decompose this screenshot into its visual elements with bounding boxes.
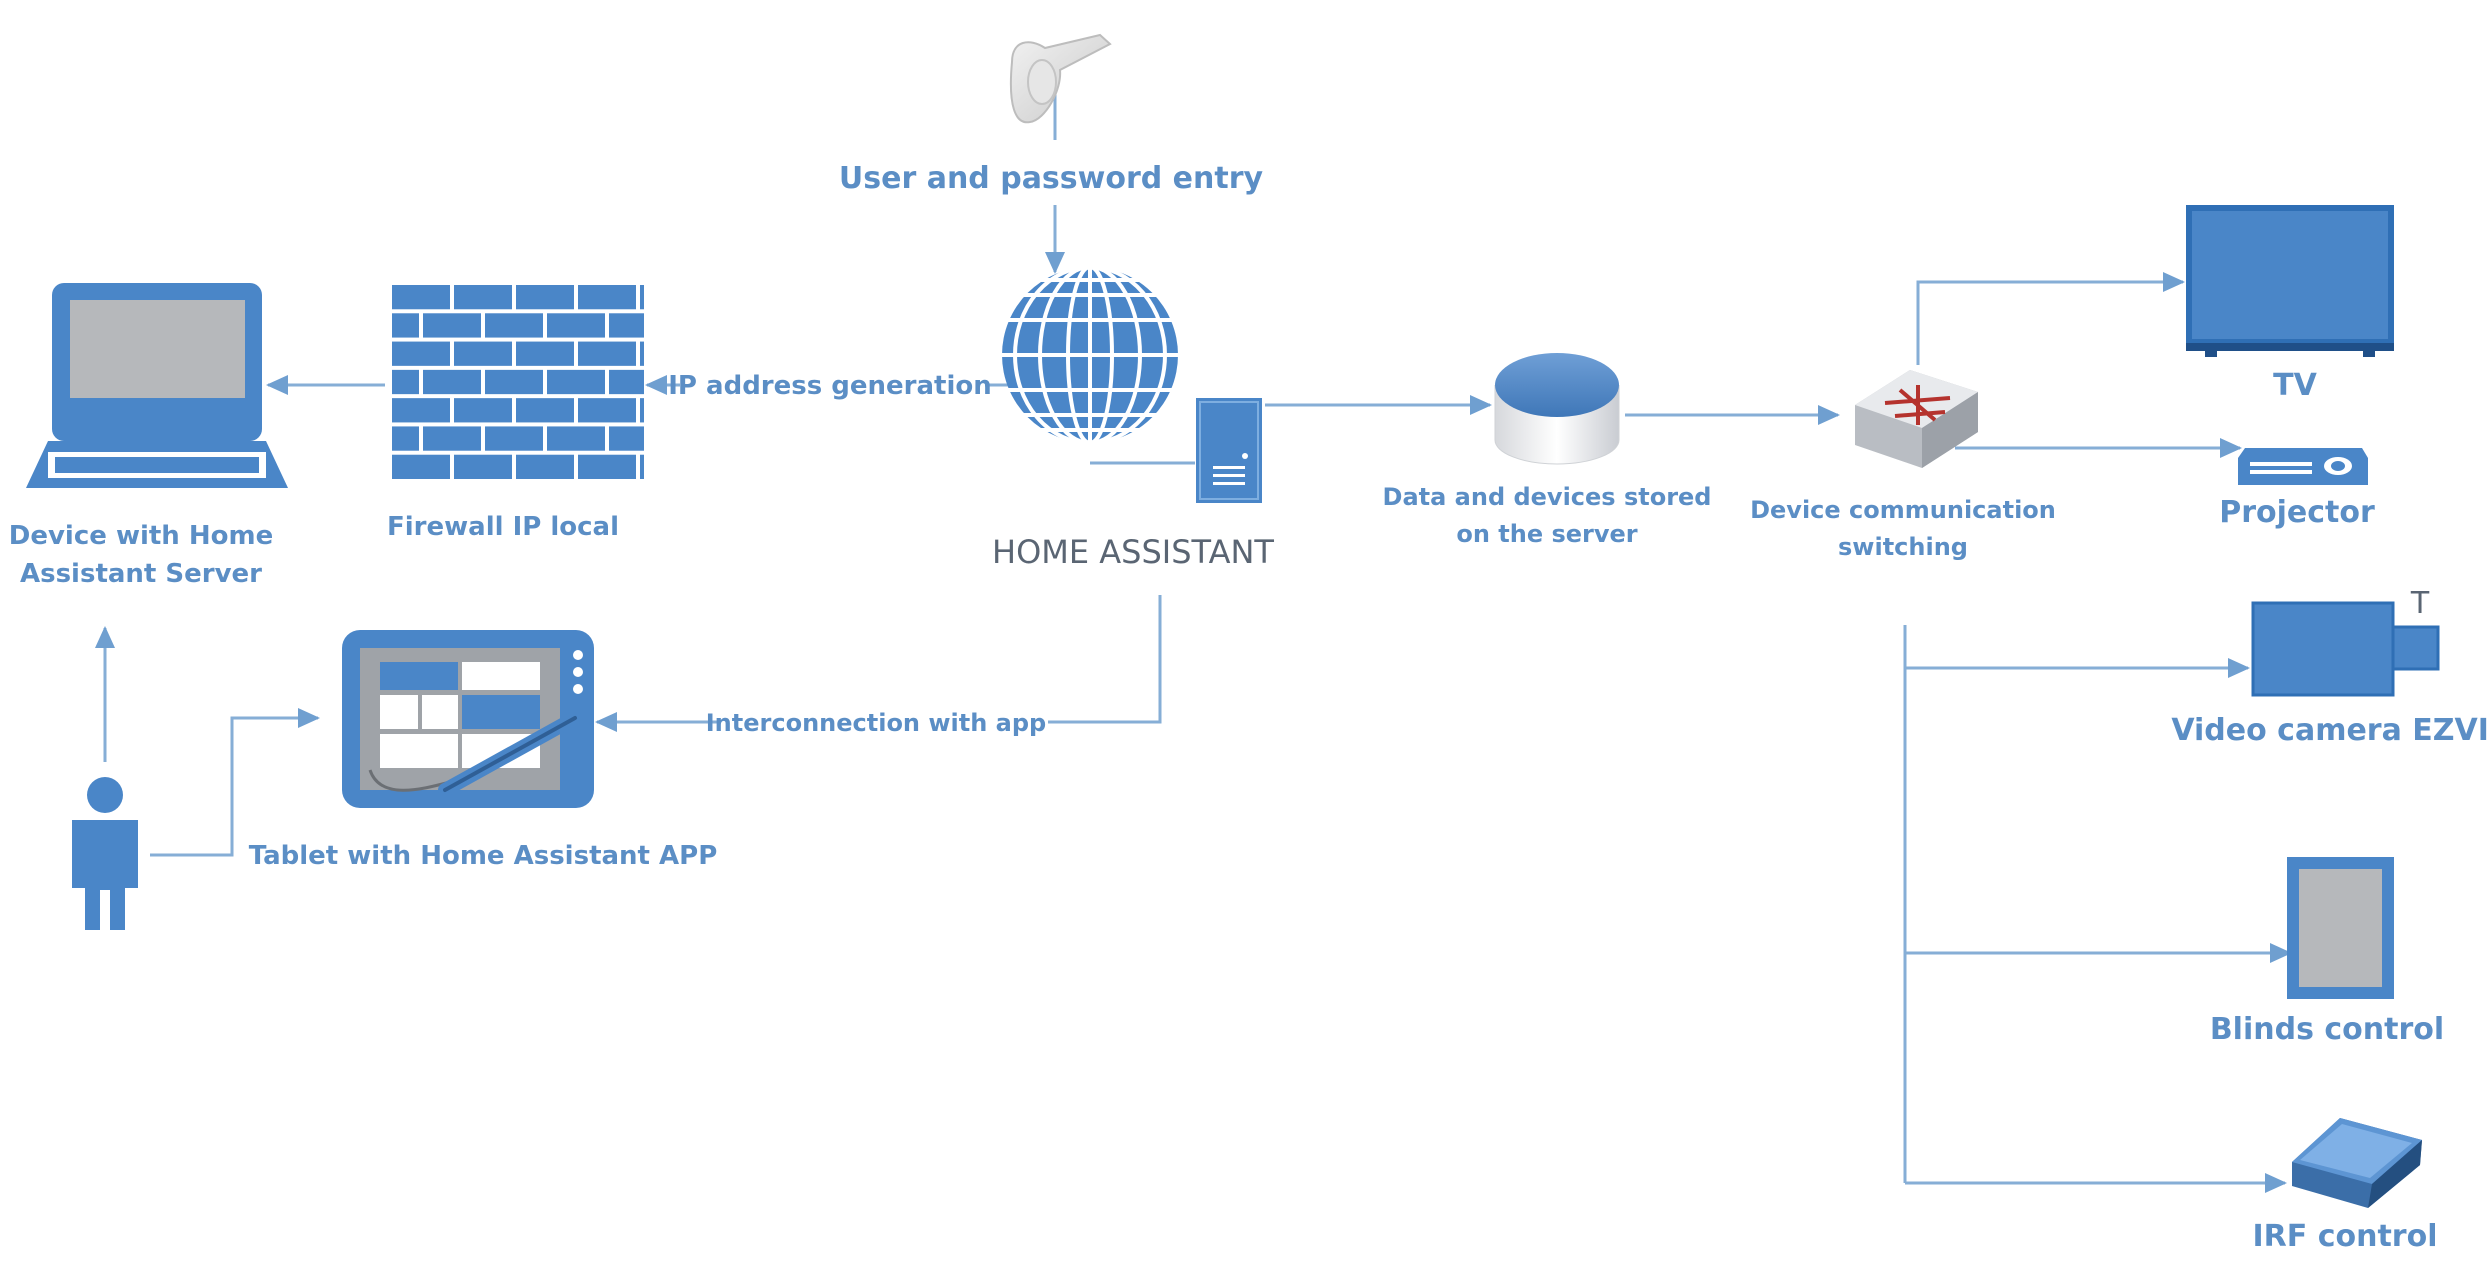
video-camera-icon	[2251, 601, 2440, 697]
firewall-brick	[516, 285, 574, 310]
key-icon	[1009, 33, 1112, 124]
firewall-brick	[485, 313, 543, 338]
blinds-label: Blinds control	[2210, 1012, 2444, 1047]
firewall-brick	[547, 426, 605, 451]
firewall-brick	[392, 369, 419, 395]
switching-label-line2: switching	[1838, 533, 1968, 561]
camera-mark: T	[2410, 586, 2430, 621]
firewall-brick	[609, 369, 644, 395]
firewall-icon	[392, 285, 644, 479]
device-server-label-line1: Device with Home	[9, 521, 273, 551]
database-icon	[1494, 353, 1620, 465]
firewall-brick	[516, 341, 574, 366]
firewall-brick	[485, 426, 543, 451]
server-icon	[1196, 398, 1262, 503]
firewall-brick	[392, 313, 419, 338]
firewall-brick	[578, 285, 636, 310]
camera-label: Video camera EZVIZ	[2171, 713, 2490, 748]
interconnection-label: Interconnection with app	[706, 709, 1047, 737]
firewall-brick	[640, 398, 644, 423]
person-icon	[72, 777, 138, 930]
firewall-brick	[640, 454, 644, 479]
firewall-brick	[547, 313, 605, 338]
firewall-brick	[392, 341, 450, 366]
firewall-brick	[640, 341, 644, 366]
firewall-brick	[392, 426, 419, 451]
ip-generation-label: IP address generation	[668, 371, 991, 401]
data-stored-label-line2: on the server	[1456, 520, 1637, 548]
firewall-brick	[578, 454, 636, 479]
firewall-brick	[454, 398, 512, 423]
firewall-brick	[392, 454, 450, 479]
firewall-brick	[578, 341, 636, 366]
globe-icon	[1002, 265, 1178, 445]
tv-label: TV	[2273, 368, 2317, 403]
firewall-brick	[485, 369, 543, 395]
connector-switch-to-tv	[1916, 272, 2185, 365]
firewall-brick	[516, 398, 574, 423]
projector-icon	[2238, 448, 2368, 485]
firewall-brick	[423, 313, 481, 338]
connector-ha-to-interconnection	[1048, 595, 1162, 724]
connectors	[95, 90, 2292, 1193]
user-password-label: User and password entry	[839, 161, 1264, 196]
firewall-brick	[609, 426, 644, 451]
tv-icon	[2186, 205, 2394, 357]
data-stored-label-line1: Data and devices stored	[1383, 483, 1712, 511]
network-switch-icon	[1855, 370, 1978, 468]
switching-label-line1: Device communication	[1750, 496, 2056, 524]
firewall-brick	[454, 341, 512, 366]
firewall-label: Firewall IP local	[387, 512, 619, 542]
firewall-brick	[578, 398, 636, 423]
home-assistant-label: HOME ASSISTANT	[992, 533, 1274, 571]
firewall-brick	[609, 313, 644, 338]
firewall-brick	[423, 369, 481, 395]
laptop-icon	[26, 283, 288, 488]
irf-device-icon	[2292, 1118, 2422, 1208]
firewall-brick	[640, 285, 644, 310]
tablet-label: Tablet with Home Assistant APP	[249, 841, 718, 871]
firewall-brick	[454, 285, 512, 310]
tablet-icon	[342, 630, 594, 808]
device-server-label-line2: Assistant Server	[20, 559, 262, 589]
projector-label: Projector	[2219, 495, 2375, 530]
blinds-icon	[2287, 857, 2394, 999]
irf-label: IRF control	[2253, 1219, 2438, 1254]
firewall-brick	[392, 285, 450, 310]
firewall-brick	[392, 398, 450, 423]
firewall-brick	[516, 454, 574, 479]
firewall-brick	[454, 454, 512, 479]
firewall-brick	[547, 369, 605, 395]
connector-person-to-tablet	[150, 708, 320, 857]
firewall-brick	[423, 426, 481, 451]
